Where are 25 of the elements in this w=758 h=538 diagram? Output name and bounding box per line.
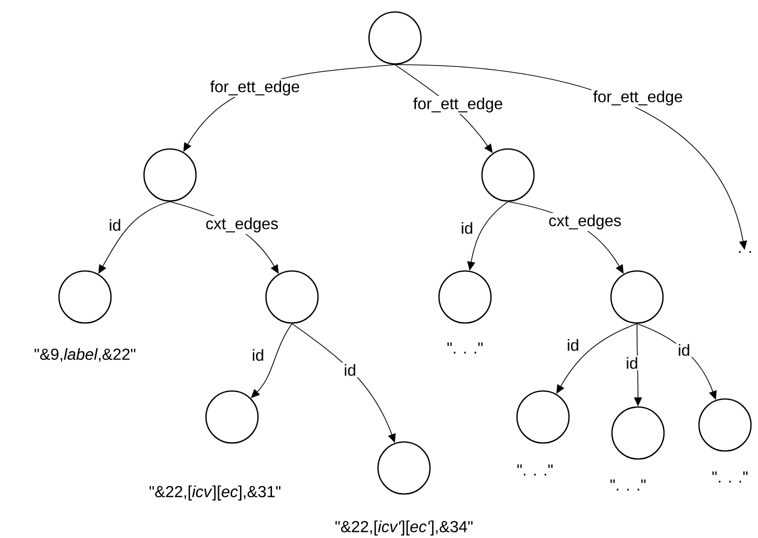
edge-label: id: [565, 338, 581, 352]
edge-label: cxt_edges: [204, 216, 280, 234]
circle: [143, 148, 197, 202]
node-caption: "&22,[icv'][ec'],&34": [335, 520, 473, 536]
edge-label: for_ett_edge: [208, 79, 302, 97]
node-text: . .: [739, 251, 751, 253]
edge-label: id: [624, 356, 640, 370]
edge-label: id: [342, 362, 358, 378]
node-caption: ". . .": [610, 479, 646, 490]
node-caption: ". . .": [517, 464, 553, 476]
node-caption: ". . .": [447, 342, 483, 354]
edge-label: id: [107, 218, 123, 232]
edge-label: id: [250, 348, 266, 362]
edge-label: for_ett_edge: [592, 89, 684, 107]
node-caption: "&9,label,&22": [34, 348, 136, 362]
edge-label: for_ett_edge: [412, 96, 504, 114]
node-caption: ". . .": [712, 471, 748, 482]
edge-label: id: [459, 220, 475, 236]
edge-label: cxt_edges: [547, 213, 623, 231]
edge-label: id: [676, 342, 692, 358]
node-caption: "&22,[icv][ec],&31": [150, 486, 280, 500]
circle: [610, 270, 664, 324]
circle: [368, 11, 422, 65]
circle: [481, 148, 535, 202]
circle: [265, 270, 319, 324]
